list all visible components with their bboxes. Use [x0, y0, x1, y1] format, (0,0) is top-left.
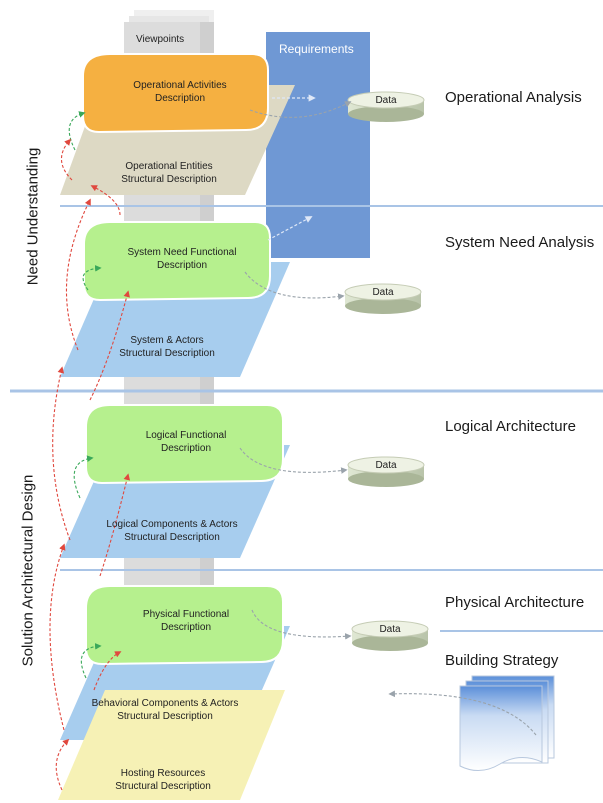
requirements-label: Requirements	[279, 42, 354, 56]
need-understanding-label: Need Understanding	[24, 147, 42, 286]
system-need-functional-box	[83, 221, 271, 302]
data-cylinder-2	[344, 283, 422, 314]
physical-functional-box	[85, 585, 284, 666]
data-cylinder-3	[347, 456, 425, 487]
hosting-resources-plate	[58, 690, 285, 800]
layer-title-operational-analysis: Operational Analysis	[445, 89, 582, 106]
solution-design-label: Solution Architectural Design	[19, 474, 37, 667]
data-label-1: Data	[375, 95, 397, 106]
green-arrows	[68, 111, 102, 679]
building-strategy-document-icon	[459, 675, 555, 771]
operational-activities-box	[82, 53, 269, 134]
logical-functional-box	[85, 404, 284, 485]
layer-title-logical-architecture: Logical Architecture	[445, 418, 576, 435]
data-arrows	[239, 101, 537, 736]
building-strategy-label: Building Strategy	[445, 652, 559, 669]
data-label-3: Data	[375, 460, 397, 471]
red-arrows	[49, 138, 131, 791]
data-cylinder-1	[347, 91, 425, 122]
layer-title-system-need-analysis: System Need Analysis	[445, 234, 595, 251]
viewpoints-label: Viewpoints	[136, 34, 185, 45]
requirements-column	[266, 32, 370, 258]
data-label-2: Data	[372, 287, 394, 298]
data-label-4: Data	[379, 624, 401, 635]
requirement-arrows	[267, 94, 316, 241]
data-cylinder-4	[351, 620, 429, 651]
layer-title-physical-architecture: Physical Architecture	[445, 594, 585, 611]
